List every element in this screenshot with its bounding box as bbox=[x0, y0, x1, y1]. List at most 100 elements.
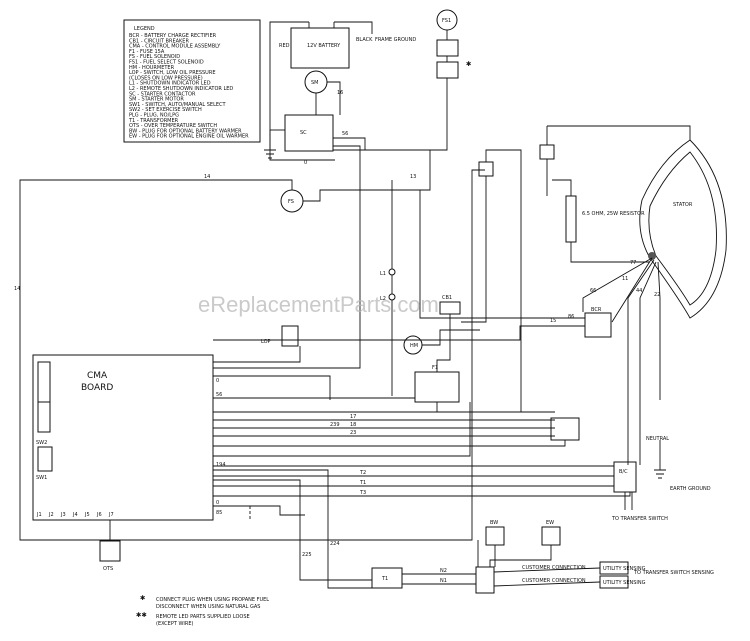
sw2-label: SW2 bbox=[36, 440, 47, 446]
wire-label: 66 bbox=[590, 288, 596, 294]
legend-item: L1 - SHUTDOWN INDICATOR LED bbox=[129, 81, 211, 87]
cb1-label: CB1 bbox=[442, 295, 452, 301]
earth-ground-label: EARTH GROUND bbox=[670, 486, 711, 492]
wire-label: 16 bbox=[337, 90, 343, 96]
wire-label: 239 bbox=[330, 422, 340, 428]
starter-contactor: SC bbox=[284, 114, 334, 152]
cma-pin-label: J4 bbox=[72, 512, 78, 518]
wire-label: 44 bbox=[636, 288, 642, 294]
stator-lead-junction bbox=[648, 252, 656, 260]
legend-item: (CLOSES ON LOW PRESSURE) bbox=[129, 75, 203, 81]
circuit-breaker: CB1 bbox=[439, 295, 461, 315]
legend-item: EW - PLUG FOR OPTIONAL ENGINE OIL WARMER bbox=[129, 134, 249, 140]
legend-item: CB1 - CIRCUIT BREAKER bbox=[129, 38, 189, 44]
fuel-solenoid: FS bbox=[280, 189, 304, 213]
l1-label: L1 bbox=[380, 271, 386, 277]
note-asterisk: ✱ bbox=[466, 60, 471, 68]
cma-pin-label: J1 bbox=[36, 512, 42, 518]
legend-item: SW2 - SET EXERCISE SWITCH bbox=[129, 107, 202, 113]
wire-label: 22 bbox=[654, 292, 660, 298]
legend-item: SM - STARTER MOTOR bbox=[129, 97, 184, 103]
fuel-select-solenoid: FS1 ✱ bbox=[436, 9, 471, 79]
watermark: eReplacementParts.com bbox=[198, 292, 439, 317]
wire-label: 14 bbox=[14, 286, 20, 292]
bcr-label: BCR bbox=[591, 307, 602, 313]
engine-warmer-plug: EW bbox=[541, 520, 561, 546]
fs1-label: FS1 bbox=[442, 18, 451, 24]
resistor: 6.5 OHM, 25W RESISTOR bbox=[565, 195, 645, 243]
f1-label: F1 bbox=[432, 365, 438, 371]
bw-label: BW bbox=[490, 520, 498, 526]
bc-block: B/C bbox=[613, 461, 637, 493]
wire-label: 0 bbox=[304, 160, 307, 166]
bc-label: B/C bbox=[619, 469, 628, 475]
resistor-label: 6.5 OHM, 25W RESISTOR bbox=[582, 211, 645, 217]
hourmeter: HM bbox=[403, 335, 423, 355]
fs-label: FS bbox=[288, 199, 294, 205]
sw1-label: SW1 bbox=[36, 475, 47, 481]
wire-label: 77 bbox=[630, 260, 636, 266]
l1-led bbox=[388, 268, 396, 276]
transformer: T1 bbox=[371, 567, 403, 589]
legend-item: LOP - SWITCH, LOW OIL PRESSURE bbox=[129, 70, 215, 76]
to-transfer-switch-label: TO TRANSFER SWITCH bbox=[611, 516, 668, 522]
customer-connections: CUSTOMER CONNECTION CUSTOMER CONNECTION … bbox=[522, 561, 714, 589]
stator: STATOR bbox=[639, 139, 727, 319]
connector-a bbox=[478, 161, 494, 177]
battery: 12V BATTERY RED BLACK FRAME GROUND bbox=[279, 22, 416, 69]
black-label: BLACK bbox=[356, 37, 373, 43]
ots-label: OTS bbox=[103, 566, 113, 572]
cma-title: CMA bbox=[87, 371, 108, 381]
wire-label: 0 bbox=[216, 500, 219, 506]
to-transfer-switch-sensing: TO TRANSFER SWITCH SENSING bbox=[633, 570, 714, 576]
wire-label: 15 bbox=[550, 318, 556, 324]
utility-sensing-2: UTILITY SENSING bbox=[603, 580, 646, 586]
cma-pin-label: J5 bbox=[84, 512, 90, 518]
note2-line2: (EXCEPT WIRE) bbox=[156, 621, 194, 627]
legend-item: PLG - PLUG, NO/LPG bbox=[129, 113, 179, 119]
wire-label: 56 bbox=[342, 131, 348, 137]
note2-marker: ✱✱ bbox=[136, 611, 147, 619]
wire-label: 14 bbox=[204, 174, 210, 180]
sc-label: SC bbox=[300, 130, 307, 136]
cma-pin-label: J7 bbox=[108, 512, 114, 518]
wire-label: T3 bbox=[359, 490, 366, 496]
legend-item: CMA - CONTROL MODULE ASSEMBLY bbox=[129, 44, 221, 50]
legend-item: FS1 - FUEL SELECT SOLENOID bbox=[129, 60, 204, 66]
wire-label: N1 bbox=[440, 578, 447, 584]
wire-label: T2 bbox=[359, 470, 366, 476]
cma-pin-label: J2 bbox=[48, 512, 54, 518]
wire-label: 86 bbox=[568, 314, 574, 320]
customer-connection-2: CUSTOMER CONNECTION bbox=[522, 578, 586, 584]
switch-block bbox=[550, 417, 580, 441]
wire-label: 85 bbox=[216, 510, 222, 516]
note2-line1: REMOTE LED PARTS SUPPLIED LOOSE bbox=[156, 614, 250, 620]
legend-item: SW1 - SWITCH, AUTO/MANUAL SELECT bbox=[129, 102, 227, 108]
note1-marker: ✱ bbox=[140, 594, 145, 602]
legend-item: BW - PLUG FOR OPTIONAL BATTERY WARMER bbox=[129, 128, 242, 134]
wire-label: 194 bbox=[216, 462, 226, 468]
wire-label: 13 bbox=[410, 174, 416, 180]
cma-pin-label: J6 bbox=[96, 512, 102, 518]
ew-label: EW bbox=[546, 520, 554, 526]
red-label: RED bbox=[279, 43, 290, 49]
wire-label: 23 bbox=[350, 430, 356, 436]
battery-charge-rectifier: BCR bbox=[584, 307, 612, 338]
legend-item: T1 - TRANSFORMER bbox=[128, 118, 179, 124]
over-temperature-switch: OTS bbox=[99, 540, 121, 572]
wire-label: 224 bbox=[330, 541, 340, 547]
wires bbox=[19, 21, 691, 589]
t1-label: T1 bbox=[381, 576, 388, 582]
battery-warmer-plug: BW bbox=[485, 520, 505, 546]
neutral-label: NEUTRAL bbox=[646, 436, 669, 442]
cma-subtitle: BOARD bbox=[81, 383, 113, 393]
terminal-block bbox=[475, 566, 495, 594]
wire-label: N2 bbox=[440, 568, 447, 574]
utility-sensing-1: UTILITY SENSING bbox=[603, 566, 646, 572]
starter-motor: SM bbox=[304, 70, 328, 94]
legend-item: FS - FUEL SOLENOID bbox=[129, 54, 180, 60]
